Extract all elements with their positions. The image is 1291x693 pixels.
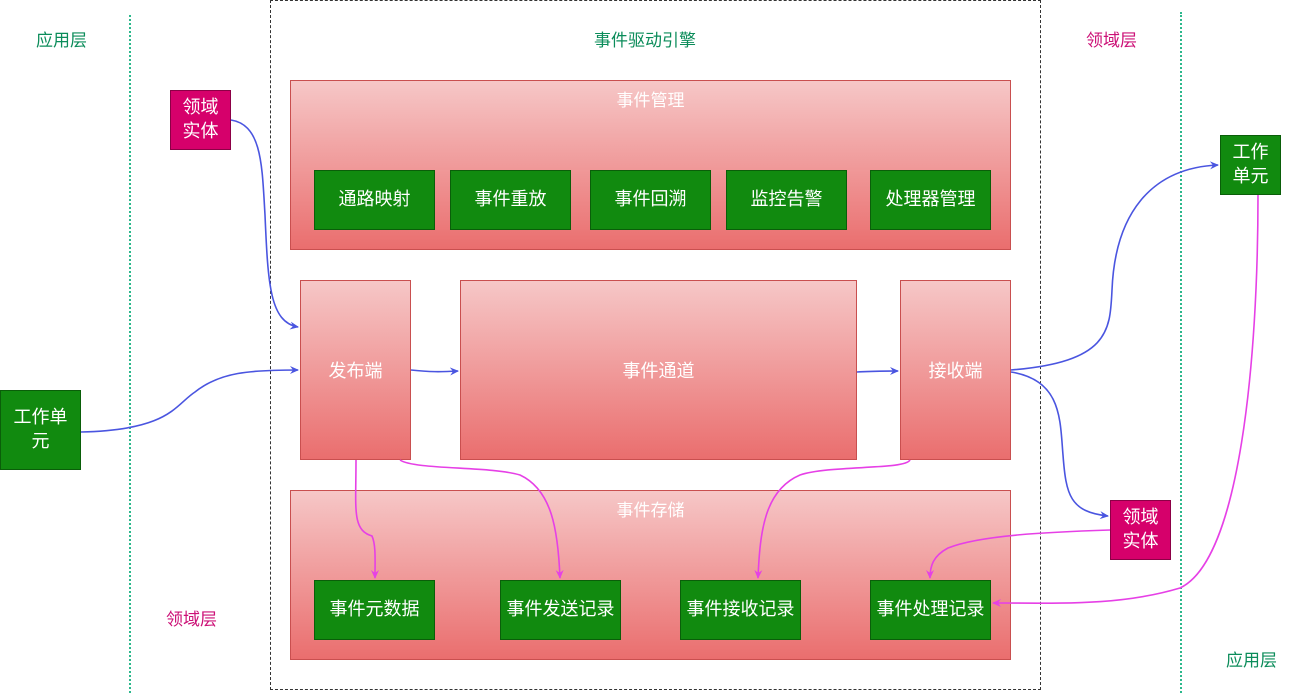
edge-receiver-to-workunit (1010, 161, 1219, 371)
handler-management-box[interactable]: 处理器管理 (870, 170, 991, 230)
event-trace-box[interactable]: 事件回溯 (590, 170, 711, 230)
event-engine-title: 事件驱动引擎 (594, 31, 696, 51)
edge-publisher-to-send-record (399, 459, 564, 579)
edge-domain-entity-to-handle-record (926, 529, 1111, 579)
event-replay-box[interactable]: 事件重放 (450, 170, 571, 230)
monitor-alert-box[interactable]: 监控告警 (726, 170, 847, 230)
receiver-node[interactable]: 接收端 (900, 280, 1011, 460)
work-unit-left-box[interactable]: 工作单元 (0, 390, 81, 470)
domain-layer-label-left: 领域层 (166, 610, 217, 630)
domain-entity-right-box[interactable]: 领域实体 (1110, 500, 1171, 560)
domain-layer-label-right: 领域层 (1086, 31, 1137, 51)
event-send-record-box[interactable]: 事件发送记录 (500, 580, 621, 640)
event-channel-node[interactable]: 事件通道 (460, 280, 857, 460)
right-layer-divider (1180, 12, 1182, 693)
route-mapping-box[interactable]: 通路映射 (314, 170, 435, 230)
edge-channel-to-receiver (856, 367, 899, 376)
app-layer-label-right: 应用层 (1226, 651, 1277, 671)
edge-domain-entity-to-publisher (230, 119, 299, 330)
left-layer-divider (129, 15, 131, 693)
edge-receiver-to-domain-entity (1010, 371, 1109, 520)
app-layer-label-left: 应用层 (36, 31, 87, 51)
event-handle-record-box[interactable]: 事件处理记录 (870, 580, 991, 640)
edge-workunit-to-handle-record (992, 194, 1259, 608)
edge-receiver-to-receive-record (754, 459, 911, 579)
event-storage-title: 事件存储 (616, 501, 685, 521)
edge-publisher-to-metadata (354, 459, 380, 579)
publisher-node[interactable]: 发布端 (300, 280, 411, 460)
work-unit-right-box[interactable]: 工作单元 (1220, 135, 1281, 195)
edge-workunit-to-publisher (80, 366, 299, 433)
event-management-title: 事件管理 (616, 91, 685, 111)
event-metadata-box[interactable]: 事件元数据 (314, 580, 435, 640)
domain-entity-left-box[interactable]: 领域实体 (170, 90, 231, 150)
event-receive-record-box[interactable]: 事件接收记录 (680, 580, 801, 640)
edge-publisher-to-channel (410, 367, 459, 376)
event-engine-frame (270, 0, 1041, 690)
